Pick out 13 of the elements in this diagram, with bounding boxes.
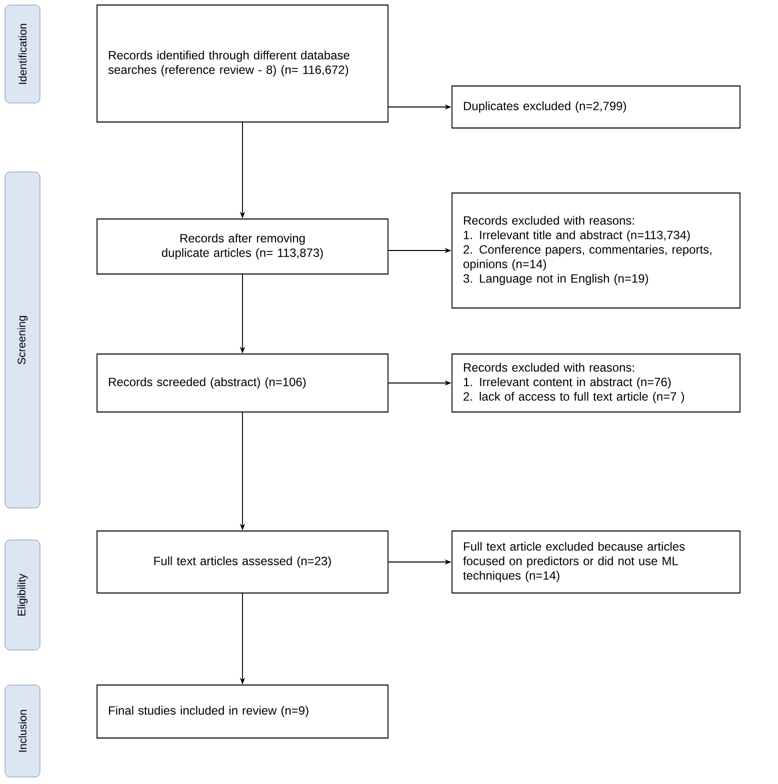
stage-band: Eligibility <box>4 540 40 650</box>
stage-band: Screening <box>4 172 40 508</box>
process-box: Records after removing duplicate articles (n= 113,873) <box>96 218 388 274</box>
stage-band: Identification <box>4 4 40 104</box>
process-box: Records excluded with reasons: 1. Irrelevant content in abstract (n=76) 2. lack of access to full text article (n=7 ) <box>452 354 740 412</box>
process-box: Duplicates excluded (n=2,799) <box>452 86 740 128</box>
process-box: Records identified through different database searches (reference review - 8) (n= 116,672) <box>96 4 388 122</box>
stage-band: Inclusion <box>4 684 40 778</box>
process-box: Final studies included in review (n=9) <box>96 684 388 738</box>
process-box: Full text article excluded because articles focused on predictors or did not use ML techniques (n=14) <box>452 530 740 594</box>
process-box: Records screeded (abstract) (n=106) <box>96 354 388 412</box>
process-box: Full text articles assessed (n=23) <box>96 530 388 594</box>
process-box: Records excluded with reasons: 1. Irrelevant title and abstract (n=113,734) 2. Conference papers, commentaries, reports, opinions (n=14) 3. Language not in English (n=19) <box>452 192 740 308</box>
